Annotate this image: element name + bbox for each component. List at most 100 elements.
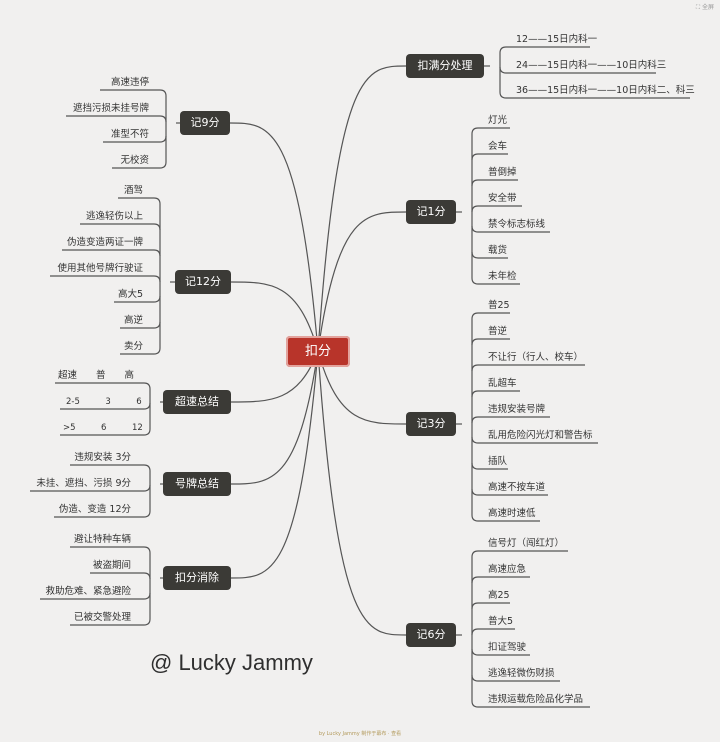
leaf-ji3-9[interactable]: 高速时速低 — [488, 508, 536, 519]
fullscreen-button[interactable]: ⛶ 全屏 — [696, 2, 714, 12]
leaf-ji12-5[interactable]: 高大5 — [117, 289, 143, 300]
bracket-chaosu-leaf-line-1 — [60, 402, 151, 410]
branch-chaosu[interactable]: 超速总结 — [163, 390, 231, 414]
leaf-xiaochu-1[interactable]: 避让特种车辆 — [73, 534, 131, 545]
leaf-ji12-1[interactable]: 酒驾 — [123, 185, 143, 196]
bracket-xiaochu-leaf-line-2 — [40, 592, 151, 600]
leaf-ji1-6[interactable]: 载货 — [488, 245, 508, 256]
watermark-text: @ Lucky Jammy — [150, 650, 313, 675]
connector-ji12 — [230, 281, 319, 352]
leaf-ji3-3[interactable]: 不让行（行人、校车） — [488, 352, 584, 363]
leaf-ji12-4[interactable]: 使用其他号牌行驶证 — [57, 263, 143, 274]
leaf-ji9-3[interactable]: 准型不符 — [110, 129, 149, 140]
bracket-ji3-leaf-line-2 — [471, 364, 585, 372]
leaf-ji1-4[interactable]: 安全带 — [488, 193, 517, 204]
bracket-ji6-leaf-line-0 — [471, 550, 568, 558]
leaf-xiaochu-4[interactable]: 已被交警处理 — [73, 612, 131, 623]
branch-kouman[interactable]: 扣满分处理 — [406, 54, 484, 78]
bracket-ji12-leaf-line-4 — [114, 295, 161, 303]
bracket-ji1-leaf-line-1 — [471, 153, 508, 161]
leaf-ji3-5[interactable]: 违规安装号牌 — [488, 404, 546, 415]
leaf-ji3-2[interactable]: 普逆 — [488, 326, 508, 337]
bracket-chaosu-leaf-line-0 — [55, 382, 151, 390]
leaf-ji9-2[interactable]: 遮挡污损未挂号牌 — [72, 103, 149, 114]
leaf-chaosu-1[interactable]: 超速 普 高 — [58, 370, 135, 381]
bracket-ji6-leaf-line-5 — [471, 674, 560, 682]
leaf-ji6-1[interactable]: 信号灯（闯红灯） — [488, 538, 565, 549]
branch-ji1[interactable]: 记1分 — [406, 200, 456, 224]
leaf-ji3-4[interactable]: 乱超车 — [488, 378, 517, 389]
leaf-ji1-1[interactable]: 灯光 — [488, 115, 508, 126]
bracket-ji3-leaf-line-1 — [471, 338, 510, 346]
connector-ji6 — [317, 350, 407, 636]
leaf-ji12-6[interactable]: 高逆 — [123, 315, 143, 326]
bracket-haopai-leaf-line-1 — [30, 484, 151, 492]
bracket-haopai-leaf-line-0 — [70, 464, 151, 472]
leaf-kouman-2[interactable]: 24——15日内科一——10日内科三 — [516, 60, 667, 71]
bracket-ji1-leaf-line-4 — [471, 225, 550, 233]
bracket-ji3-leaf-line-7 — [471, 488, 548, 496]
bracket-ji3-leaf-line-5 — [471, 436, 598, 444]
leaf-ji6-7[interactable]: 违规运载危险品化学品 — [488, 694, 584, 705]
root-node[interactable]: 扣分 — [286, 336, 350, 367]
branch-ji3[interactable]: 记3分 — [406, 412, 456, 436]
bracket-chaosu-leaf-line-2 — [60, 428, 151, 436]
bracket-ji1-leaf-line-0 — [471, 127, 510, 135]
leaf-ji6-6[interactable]: 逃逸轻微伤财损 — [488, 668, 555, 679]
leaf-ji3-1[interactable]: 普25 — [488, 300, 510, 311]
branch-ji9[interactable]: 记9分 — [180, 111, 230, 135]
leaf-ji12-2[interactable]: 逃逸轻伤以上 — [85, 211, 143, 222]
connector-ji3 — [317, 350, 407, 425]
leaf-ji6-5[interactable]: 扣证驾驶 — [488, 642, 527, 653]
leaf-kouman-3[interactable]: 36——15日内科一——10日内科二、科三 — [516, 85, 695, 96]
leaf-ji12-7[interactable]: 卖分 — [123, 341, 143, 352]
bracket-ji1-leaf-line-5 — [471, 251, 508, 259]
connector-ji1 — [317, 211, 407, 352]
connector-kouman — [317, 65, 407, 352]
leaf-ji3-6[interactable]: 乱用危险闪光灯和警告标 — [488, 430, 593, 441]
leaf-xiaochu-2[interactable]: 被盗期间 — [92, 560, 131, 571]
leaf-ji1-2[interactable]: 会车 — [488, 141, 508, 152]
leaf-xiaochu-3[interactable]: 救助危难、紧急避险 — [45, 586, 131, 597]
bracket-ji3-leaf-line-0 — [471, 312, 510, 320]
branch-xiaochu[interactable]: 扣分消除 — [163, 566, 231, 590]
bracket-ji1-leaf-line-3 — [471, 205, 522, 213]
bracket-ji9-leaf-line-0 — [100, 89, 167, 97]
branch-ji12[interactable]: 记12分 — [175, 270, 231, 294]
leaf-ji9-4[interactable]: 无校资 — [120, 155, 149, 166]
bracket-ji9-leaf-line-2 — [103, 135, 167, 143]
leaf-kouman-1[interactable]: 12——15日内科一 — [516, 34, 598, 45]
connector-xiaochu — [230, 350, 319, 579]
bracket-ji3-leaf-line-4 — [471, 416, 550, 424]
bracket-ji6-leaf-line-4 — [471, 648, 530, 656]
bracket-ji12-leaf-line-1 — [80, 223, 161, 231]
bracket-kouman-leaf-line-0 — [499, 46, 590, 54]
bracket-ji3-leaf-line-3 — [471, 390, 520, 398]
branch-haopai[interactable]: 号牌总结 — [163, 472, 231, 496]
bracket-ji6-leaf-line-6 — [471, 700, 590, 708]
bracket-xiaochu-leaf-line-3 — [70, 618, 151, 626]
leaf-ji1-5[interactable]: 禁令标志标线 — [488, 219, 546, 230]
leaf-ji3-7[interactable]: 插队 — [488, 456, 508, 467]
leaf-ji9-1[interactable]: 高速违停 — [110, 77, 149, 88]
leaf-ji6-2[interactable]: 高速应急 — [488, 564, 527, 575]
bracket-ji1-leaf-line-6 — [471, 277, 520, 285]
leaf-chaosu-2[interactable]: 2-5 3 6 — [66, 397, 142, 407]
bracket-ji12-leaf-line-2 — [62, 249, 161, 257]
leaf-ji3-8[interactable]: 高速不按车道 — [488, 482, 546, 493]
leaf-haopai-1[interactable]: 违规安装 3分 — [74, 452, 131, 463]
bracket-ji12-leaf-line-3 — [50, 275, 161, 283]
leaf-ji12-3[interactable]: 伪造变造两证一牌 — [66, 237, 143, 248]
leaf-chaosu-3[interactable]: >5 6 12 — [63, 423, 143, 433]
branch-ji6[interactable]: 记6分 — [406, 623, 456, 647]
leaf-ji1-7[interactable]: 未年检 — [488, 271, 517, 282]
leaf-haopai-2[interactable]: 未挂、遮挡、污损 9分 — [36, 478, 131, 489]
bracket-xiaochu-leaf-line-1 — [90, 572, 151, 580]
bracket-haopai-leaf-line-2 — [54, 510, 151, 518]
leaf-ji6-4[interactable]: 普大5 — [488, 616, 514, 627]
leaf-ji1-3[interactable]: 普倒掉 — [488, 167, 517, 178]
bracket-xiaochu-leaf-line-0 — [70, 546, 151, 554]
leaf-ji6-3[interactable]: 高25 — [488, 590, 510, 601]
leaf-haopai-3[interactable]: 伪造、变造 12分 — [58, 504, 131, 515]
